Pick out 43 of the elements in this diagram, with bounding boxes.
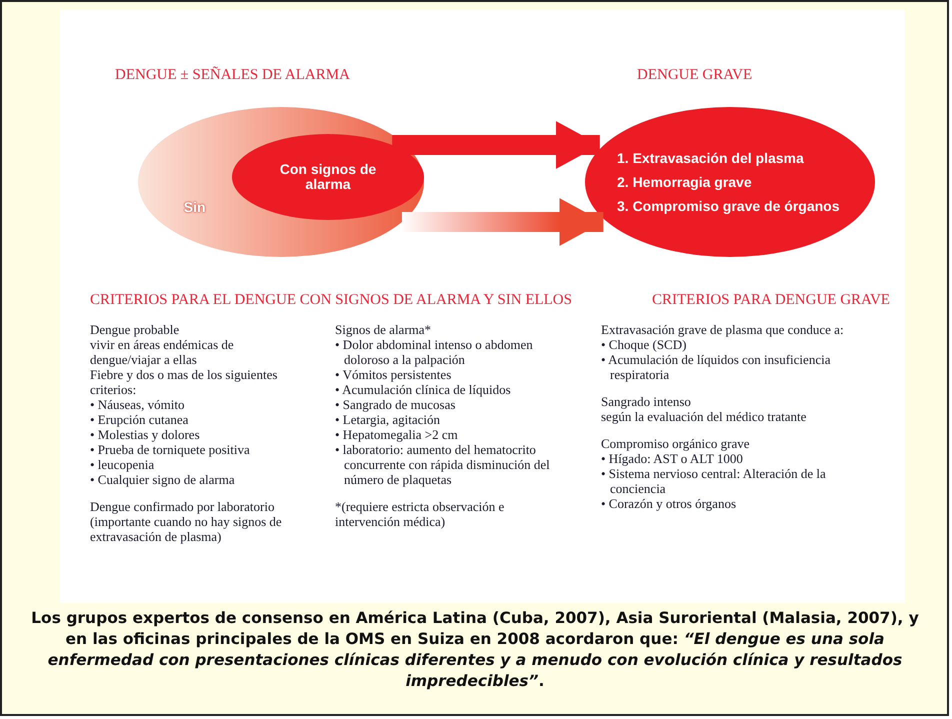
section-heading: CRITERIOS PARA EL DENGUE CON SIGNOS DE ALARMA Y SIN ELLOS	[90, 292, 572, 309]
list-item: 3. Compromiso grave de órganos	[617, 198, 840, 214]
bullet-item: • Náuseas, vómito	[90, 397, 186, 412]
text-line: Fiebre y dos o mas de los siguientes criterios:	[90, 367, 278, 397]
section-heading: DENGUE ± SEÑALES DE ALARMA	[115, 67, 350, 84]
text-line: vivir en áreas endémicas de dengue/viajar a ellas	[90, 337, 235, 367]
bullet-item: • Acumulación de líquidos con insuficiencia respiratoria	[601, 352, 832, 382]
bullet-item: • laboratorio: aumento del hematocrito concurrente con rápida disminución del número de plaquetas	[335, 442, 551, 487]
inner-ellipse	[232, 134, 424, 220]
bullet-item: • Corazón y otros órganos	[601, 496, 738, 511]
caption-text: Los grupos expertos de consenso en América Latina (Cuba, 2007), Asia Suroriental (Malasia, 2007), y en las oficinas principales de la OMS en Suiza en 2008 acordaron que: “El dengue es una sola enfermedad con presentaciones clínicas diferentes y a menudo con evolución clínica y resultados impredecibles”.	[30, 608, 920, 692]
bullet-item: • Vómitos persistentes	[335, 367, 452, 382]
bullet-item: • Molestias y dolores	[90, 427, 201, 442]
bullet-item: • Dolor abdominal intenso o abdomen doloroso a la palpación	[335, 337, 534, 367]
bullet-item: • Sangrado de mucosas	[335, 397, 456, 412]
bullet-item: • Sistema nervioso central: Alteración de la conciencia	[601, 466, 827, 496]
section-heading: CRITERIOS PARA DENGUE GRAVE	[652, 292, 890, 309]
list-item: 1. Extravasación del plasma	[617, 150, 804, 166]
bullet-item: • Hepatomegalia >2 cm	[335, 427, 459, 442]
ellipse	[585, 107, 875, 257]
bullet-item: • leucopenia	[90, 457, 156, 472]
bullet-item: • Hígado: AST o ALT 1000	[601, 451, 744, 466]
bullet-item: • Cualquier signo de alarma	[90, 472, 236, 487]
bullet-item: • Choque (SCD)	[601, 337, 688, 352]
text-line: Dengue probable	[90, 322, 180, 337]
list-item: 2. Hemorragia grave	[617, 174, 752, 190]
bullet-item: • Acumulación clínica de líquidos	[335, 382, 512, 397]
arrow	[402, 198, 604, 246]
text-line: Signos de alarma*	[335, 322, 432, 337]
section-heading: DENGUE GRAVE	[637, 67, 752, 84]
arrow	[392, 121, 600, 169]
bullet-item: • Prueba de torniquete positiva	[90, 442, 251, 457]
bullet-item: • Erupción cutanea	[90, 412, 190, 427]
text-line: Dengue confirmado por laboratorio (importante cuando no hay signos de extravasación de plasma)	[90, 499, 283, 544]
text-line: Compromiso orgánico grave	[601, 436, 751, 451]
text-line: Extravasación grave de plasma que conduce a:	[601, 322, 845, 337]
text-line: Sangrado intenso	[601, 394, 692, 409]
outer-ellipse	[138, 107, 424, 257]
text-line: según la evaluación del médico tratante	[601, 409, 808, 424]
ellipse-label: Sin	[184, 200, 206, 215]
ellipse-label: Con signos de alarma	[278, 162, 378, 192]
bullet-item: • Letargia, agitación	[335, 412, 442, 427]
text-line: *(requiere estricta observación e intervención médica)	[335, 499, 506, 529]
